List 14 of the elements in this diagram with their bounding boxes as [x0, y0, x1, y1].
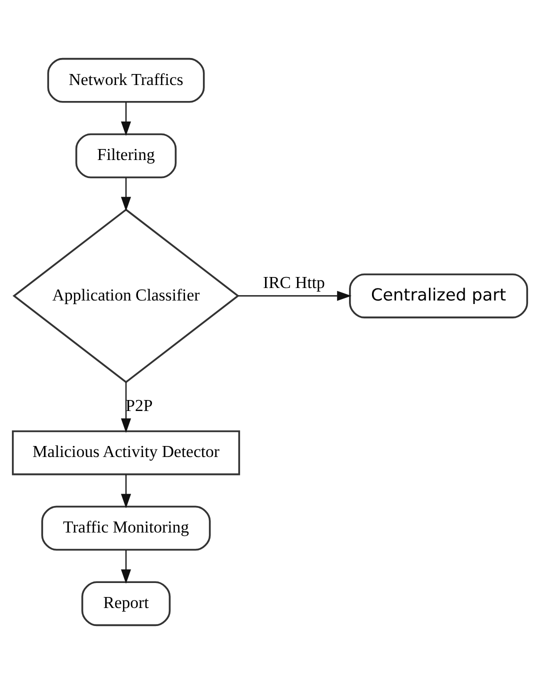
- node-box: Filtering: [75, 132, 177, 178]
- arrow: [120, 382, 132, 432]
- node-diamond: Application Classifier: [12, 208, 240, 383]
- node-box: Malicious Activity Detector: [12, 430, 240, 475]
- node-box: Centralized part: [349, 272, 528, 318]
- node-box: Network Traffics: [47, 57, 205, 102]
- arrow: [120, 550, 132, 584]
- edge-label: IRC Http: [263, 272, 325, 292]
- node-box: Traffic Monitoring: [41, 505, 211, 550]
- arrow: [238, 290, 352, 300]
- arrow: [120, 177, 132, 211]
- arrow: [120, 474, 132, 508]
- node-box: Report: [81, 580, 171, 626]
- arrow: [120, 102, 132, 136]
